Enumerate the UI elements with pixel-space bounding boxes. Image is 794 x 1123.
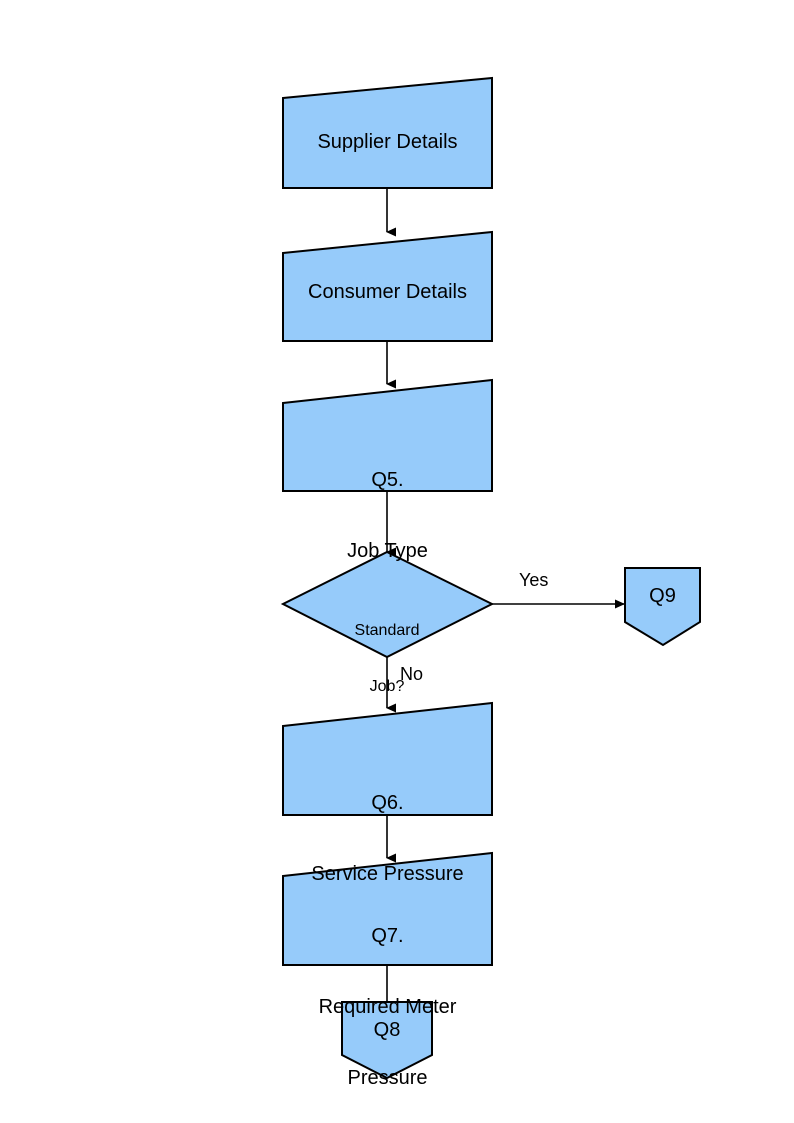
node-consumer-details[interactable] <box>282 230 493 342</box>
node-q8[interactable] <box>341 1001 433 1080</box>
node-standard-job-decision[interactable] <box>280 550 495 659</box>
node-supplier-details[interactable] <box>282 76 493 189</box>
node-q5-job-type[interactable] <box>282 378 493 492</box>
node-q9[interactable] <box>624 567 701 647</box>
edge-label-yes: Yes <box>519 570 549 590</box>
node-q6-service-pressure[interactable] <box>282 701 493 816</box>
node-q7-required-meter-pressure[interactable] <box>282 851 493 966</box>
edge-label-no: No <box>400 664 424 684</box>
